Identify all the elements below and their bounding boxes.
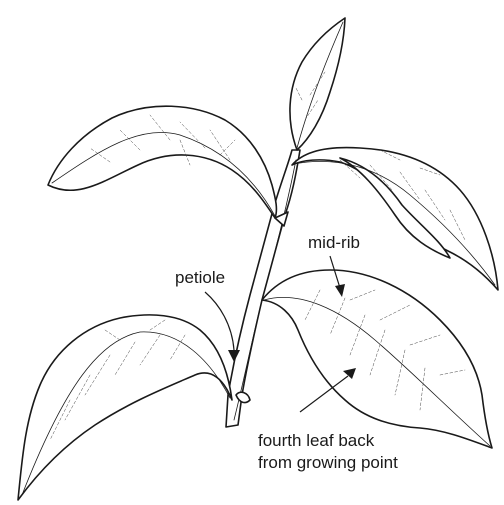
fourth-leaf <box>262 270 492 448</box>
lower-left-leaf <box>18 315 232 500</box>
upper-right-leaf <box>292 148 498 290</box>
fourth-leaf-label-line1: fourth leaf back <box>258 431 375 450</box>
petiole-label: petiole <box>175 268 225 287</box>
fourth-leaf-label-line2: from growing point <box>258 453 398 472</box>
midrib-label: mid-rib <box>308 233 360 252</box>
upper-left-leaf <box>48 106 288 226</box>
top-bud-leaf <box>290 18 345 150</box>
